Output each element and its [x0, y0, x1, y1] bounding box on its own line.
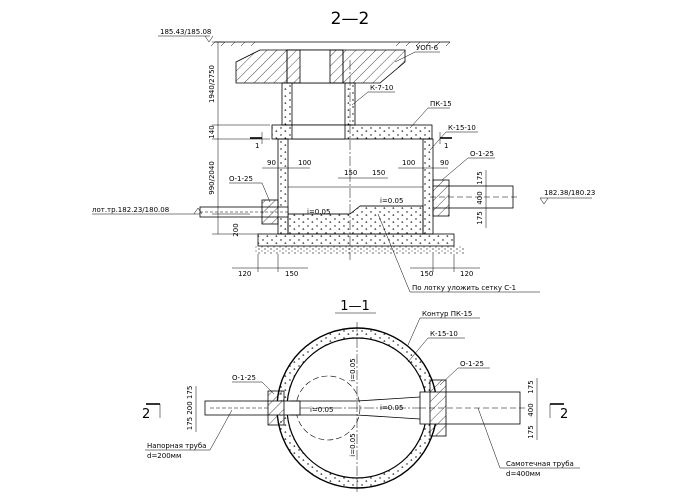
- base-slab: [255, 233, 465, 254]
- plan-slope-top: i=0.05: [349, 358, 357, 381]
- ground-line: [210, 41, 451, 47]
- level-right-pipe-text: 182.38/180.23: [544, 189, 595, 197]
- section-2-2: 2—2 185.43/185.08: [92, 9, 595, 293]
- dim-height-upper: 1940/2750: [208, 65, 216, 103]
- cut-mark-1-left: 1: [255, 142, 259, 150]
- plan-slope-right: i=0.05: [380, 404, 403, 412]
- plan-dim-right-400: 400: [527, 403, 535, 416]
- plan-leader-o125-right: О-1-25: [439, 360, 490, 386]
- pipe-left: [199, 199, 289, 225]
- plan-pipe-right: [419, 379, 525, 437]
- leader-note: По лотку уложить сетку С-1: [377, 213, 540, 293]
- neck-ring-k710: [281, 82, 356, 126]
- section-1-1-title: 1—1: [340, 299, 370, 314]
- label-o125-left: О-1-25: [229, 175, 253, 183]
- plan-label-k1510: К-15-10: [430, 330, 458, 338]
- leader-k1510: К-15-10: [429, 124, 478, 151]
- cut-mark-1: 1 1: [250, 132, 452, 150]
- dim-d150-a: 150: [344, 169, 357, 177]
- dim-d90-right: 90: [440, 159, 449, 167]
- plan-leader-contour: Контур ПК-15: [407, 310, 480, 346]
- leader-uop6: УОП-6: [394, 44, 440, 63]
- hatch-cover-uop6: [235, 49, 406, 84]
- cut-mark-2: 2 2: [142, 403, 568, 422]
- dim-h200: 200: [232, 223, 240, 236]
- level-top: 185.43/185.08: [158, 28, 214, 43]
- cut-mark-2-left: 2: [142, 407, 150, 422]
- plan-label-pressure-pipe: Напорная труба: [147, 442, 206, 450]
- dims-ring-top: 90 100 100 90 150 150: [262, 159, 449, 179]
- dim-d100-left: 100: [298, 159, 311, 167]
- dim-height-lower: 990/2040: [208, 161, 216, 195]
- plan-dim-left-stack: 175 200 175: [186, 386, 194, 431]
- leader-o125-left: О-1-25: [229, 175, 271, 203]
- plan-dims-left: 175 200 175: [186, 386, 197, 432]
- dim-d100-right: 100: [402, 159, 415, 167]
- label-o125-right: О-1-25: [470, 150, 494, 158]
- level-top-text: 185.43/185.08: [160, 28, 211, 36]
- dim-d175-top: 175: [476, 171, 484, 184]
- plan-slope-bottom: i=0.05: [349, 433, 357, 456]
- dim-left-vertical: 1940/2750 140 990/2040 200: [208, 41, 270, 237]
- plan-label-pressure-d: d=200мм: [147, 452, 181, 460]
- plan-dim-right-175-bottom: 175: [527, 425, 535, 438]
- cut-mark-2-right: 2: [560, 407, 568, 422]
- plate-pk15: [271, 124, 433, 140]
- plan-label-o125-left: О-1-25: [232, 374, 256, 382]
- section-1-1: 1—1 i=0.05 i=0.05 i=0.05 i=0.05: [142, 299, 580, 494]
- label-uop: УОП-6: [416, 44, 439, 52]
- dim-b150-right: 150: [420, 270, 433, 278]
- plan-dim-right-175-top: 175: [527, 380, 535, 393]
- plan-leader-gravity: Самотечная труба d=400мм: [477, 407, 580, 478]
- dim-d90-left: 90: [267, 159, 276, 167]
- slope-right: i=0.05: [380, 197, 403, 205]
- dims-bottom: 120 150 150 120: [232, 254, 480, 278]
- plan-slope-left: i=0.05: [310, 406, 333, 414]
- dims-right-pipe: 175 400 175: [476, 170, 487, 228]
- level-left-pipe: лот.тр.182.23/180.08: [92, 206, 203, 215]
- plan-label-gravity-pipe: Самотечная труба: [506, 460, 574, 468]
- dim-b120-right: 120: [460, 270, 473, 278]
- leader-k710: К-7-10: [351, 84, 395, 106]
- plan-dims-right: 175 400 175: [527, 378, 538, 440]
- leader-pk15: ПК-15: [409, 100, 452, 129]
- plan-pipe-left: [204, 390, 301, 426]
- plan-leader-k1510: К-15-10: [407, 330, 465, 363]
- label-k1510: К-15-10: [448, 124, 476, 132]
- dim-b150-left: 150: [285, 270, 298, 278]
- plan-label-gravity-d: d=400мм: [506, 470, 540, 478]
- section-2-2-title: 2—2: [331, 9, 370, 29]
- label-pk15: ПК-15: [430, 100, 452, 108]
- plan-label-o125-right: О-1-25: [460, 360, 484, 368]
- plan-tray: [290, 396, 421, 420]
- plan-leader-pressure: Напорная труба d=200мм: [145, 409, 233, 460]
- label-note: По лотку уложить сетку С-1: [412, 284, 516, 292]
- plan-leader-o125-left: О-1-25: [232, 374, 275, 395]
- cut-mark-1-right: 1: [444, 142, 448, 150]
- dim-d150-b: 150: [372, 169, 385, 177]
- level-right-pipe: 182.38/180.23: [539, 189, 595, 205]
- level-left-pipe-text: лот.тр.182.23/180.08: [92, 206, 169, 214]
- pipe-right: [430, 179, 520, 217]
- label-k710: К-7-10: [370, 84, 393, 92]
- plan-label-contour: Контур ПК-15: [422, 310, 472, 318]
- dim-d400: 400: [476, 191, 484, 204]
- dim-b120-left: 120: [238, 270, 251, 278]
- slope-left: i=0.05: [307, 208, 330, 216]
- dim-d175-bottom: 175: [476, 211, 484, 224]
- leader-o125-right: О-1-25: [441, 150, 495, 181]
- dim-h140: 140: [208, 125, 216, 138]
